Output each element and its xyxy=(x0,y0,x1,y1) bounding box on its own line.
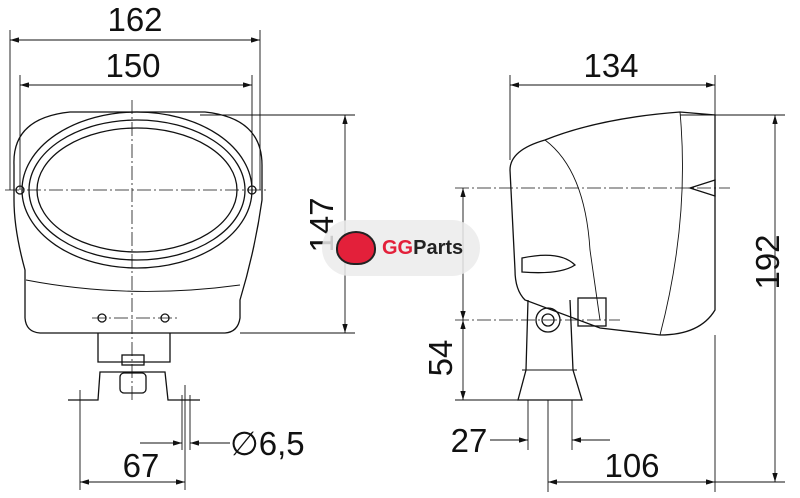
dim-162: 162 xyxy=(107,1,162,38)
front-dimensions xyxy=(9,30,355,490)
side-view xyxy=(455,111,730,401)
dim-67: 67 xyxy=(123,447,160,484)
front-view xyxy=(5,100,268,401)
dim-150: 150 xyxy=(105,47,160,84)
watermark: GGParts xyxy=(322,220,480,276)
dim-134: 134 xyxy=(583,47,638,84)
dim-27: 27 xyxy=(451,422,488,459)
watermark-text: GGParts xyxy=(382,236,464,259)
dim-54: 54 xyxy=(422,340,459,377)
dim-106: 106 xyxy=(604,447,659,484)
side-dimensions xyxy=(455,75,785,492)
mascot-logo-icon xyxy=(336,231,376,265)
dim-hole-diameter: ∅6,5 xyxy=(230,425,305,462)
dim-192: 192 xyxy=(749,234,786,289)
